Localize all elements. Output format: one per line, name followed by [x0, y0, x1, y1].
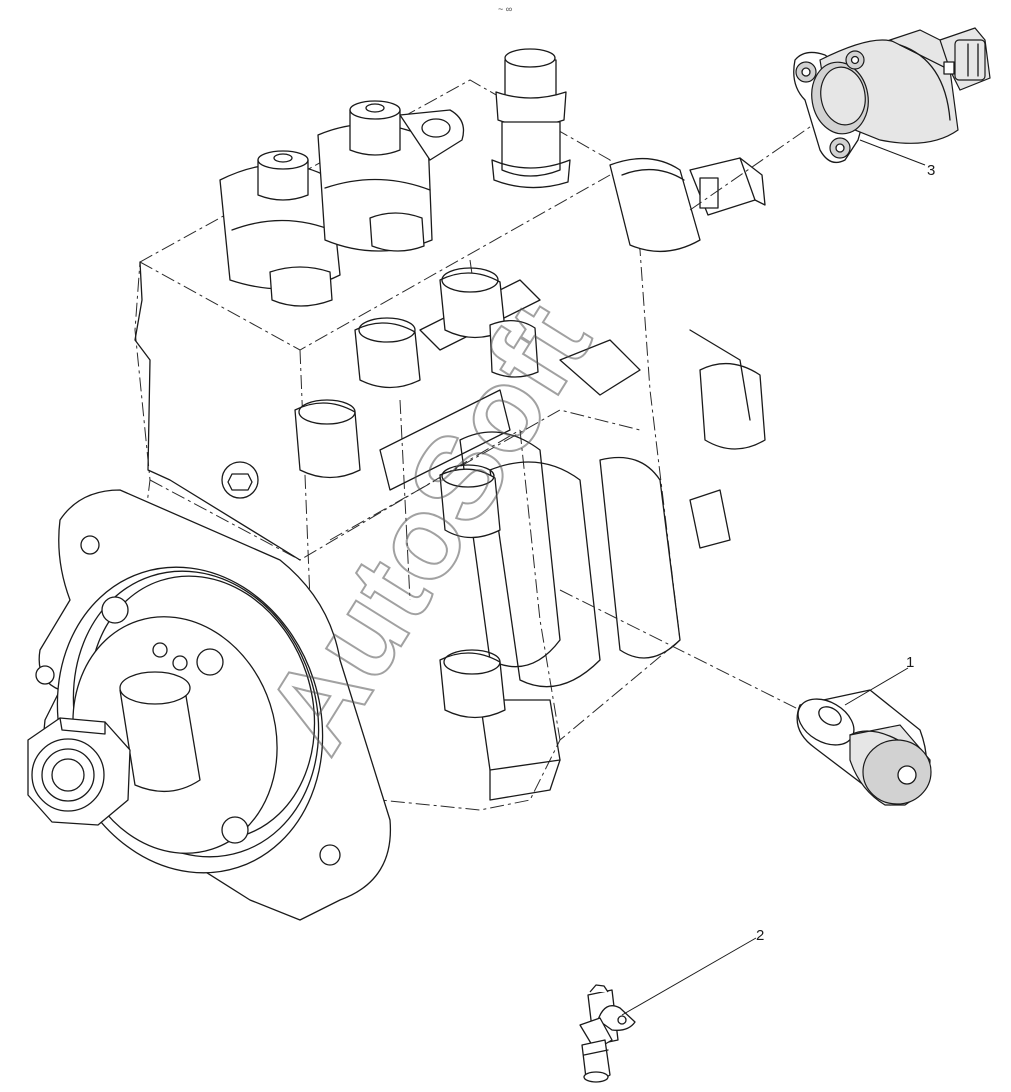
side-fittings [221, 267, 766, 719]
callout-3: 3 [859, 139, 935, 179]
fuel-pump-assembly [27, 48, 821, 921]
top-mark: ~ ∞ [498, 4, 512, 14]
outlet-fittings [219, 48, 571, 307]
metering-solenoid [793, 27, 991, 164]
leader-line-2 [621, 937, 757, 1016]
metering-unit-seat [609, 157, 766, 253]
callout-2: 2 [621, 927, 764, 1016]
callout-label-1: 1 [906, 654, 914, 671]
drive-flange [27, 489, 392, 921]
callout-label-2: 2 [756, 927, 764, 944]
axis-line-part-3 [689, 119, 821, 211]
axis-line-part-1 [559, 589, 801, 711]
leader-line-1 [844, 667, 909, 706]
speed-sensor [579, 984, 636, 1083]
leader-line-3 [859, 139, 926, 166]
callout-label-3: 3 [927, 162, 935, 179]
watermark: AutoSoft [240, 281, 616, 773]
cylindrical-plug [796, 689, 932, 806]
callout-1: 1 [844, 654, 914, 706]
